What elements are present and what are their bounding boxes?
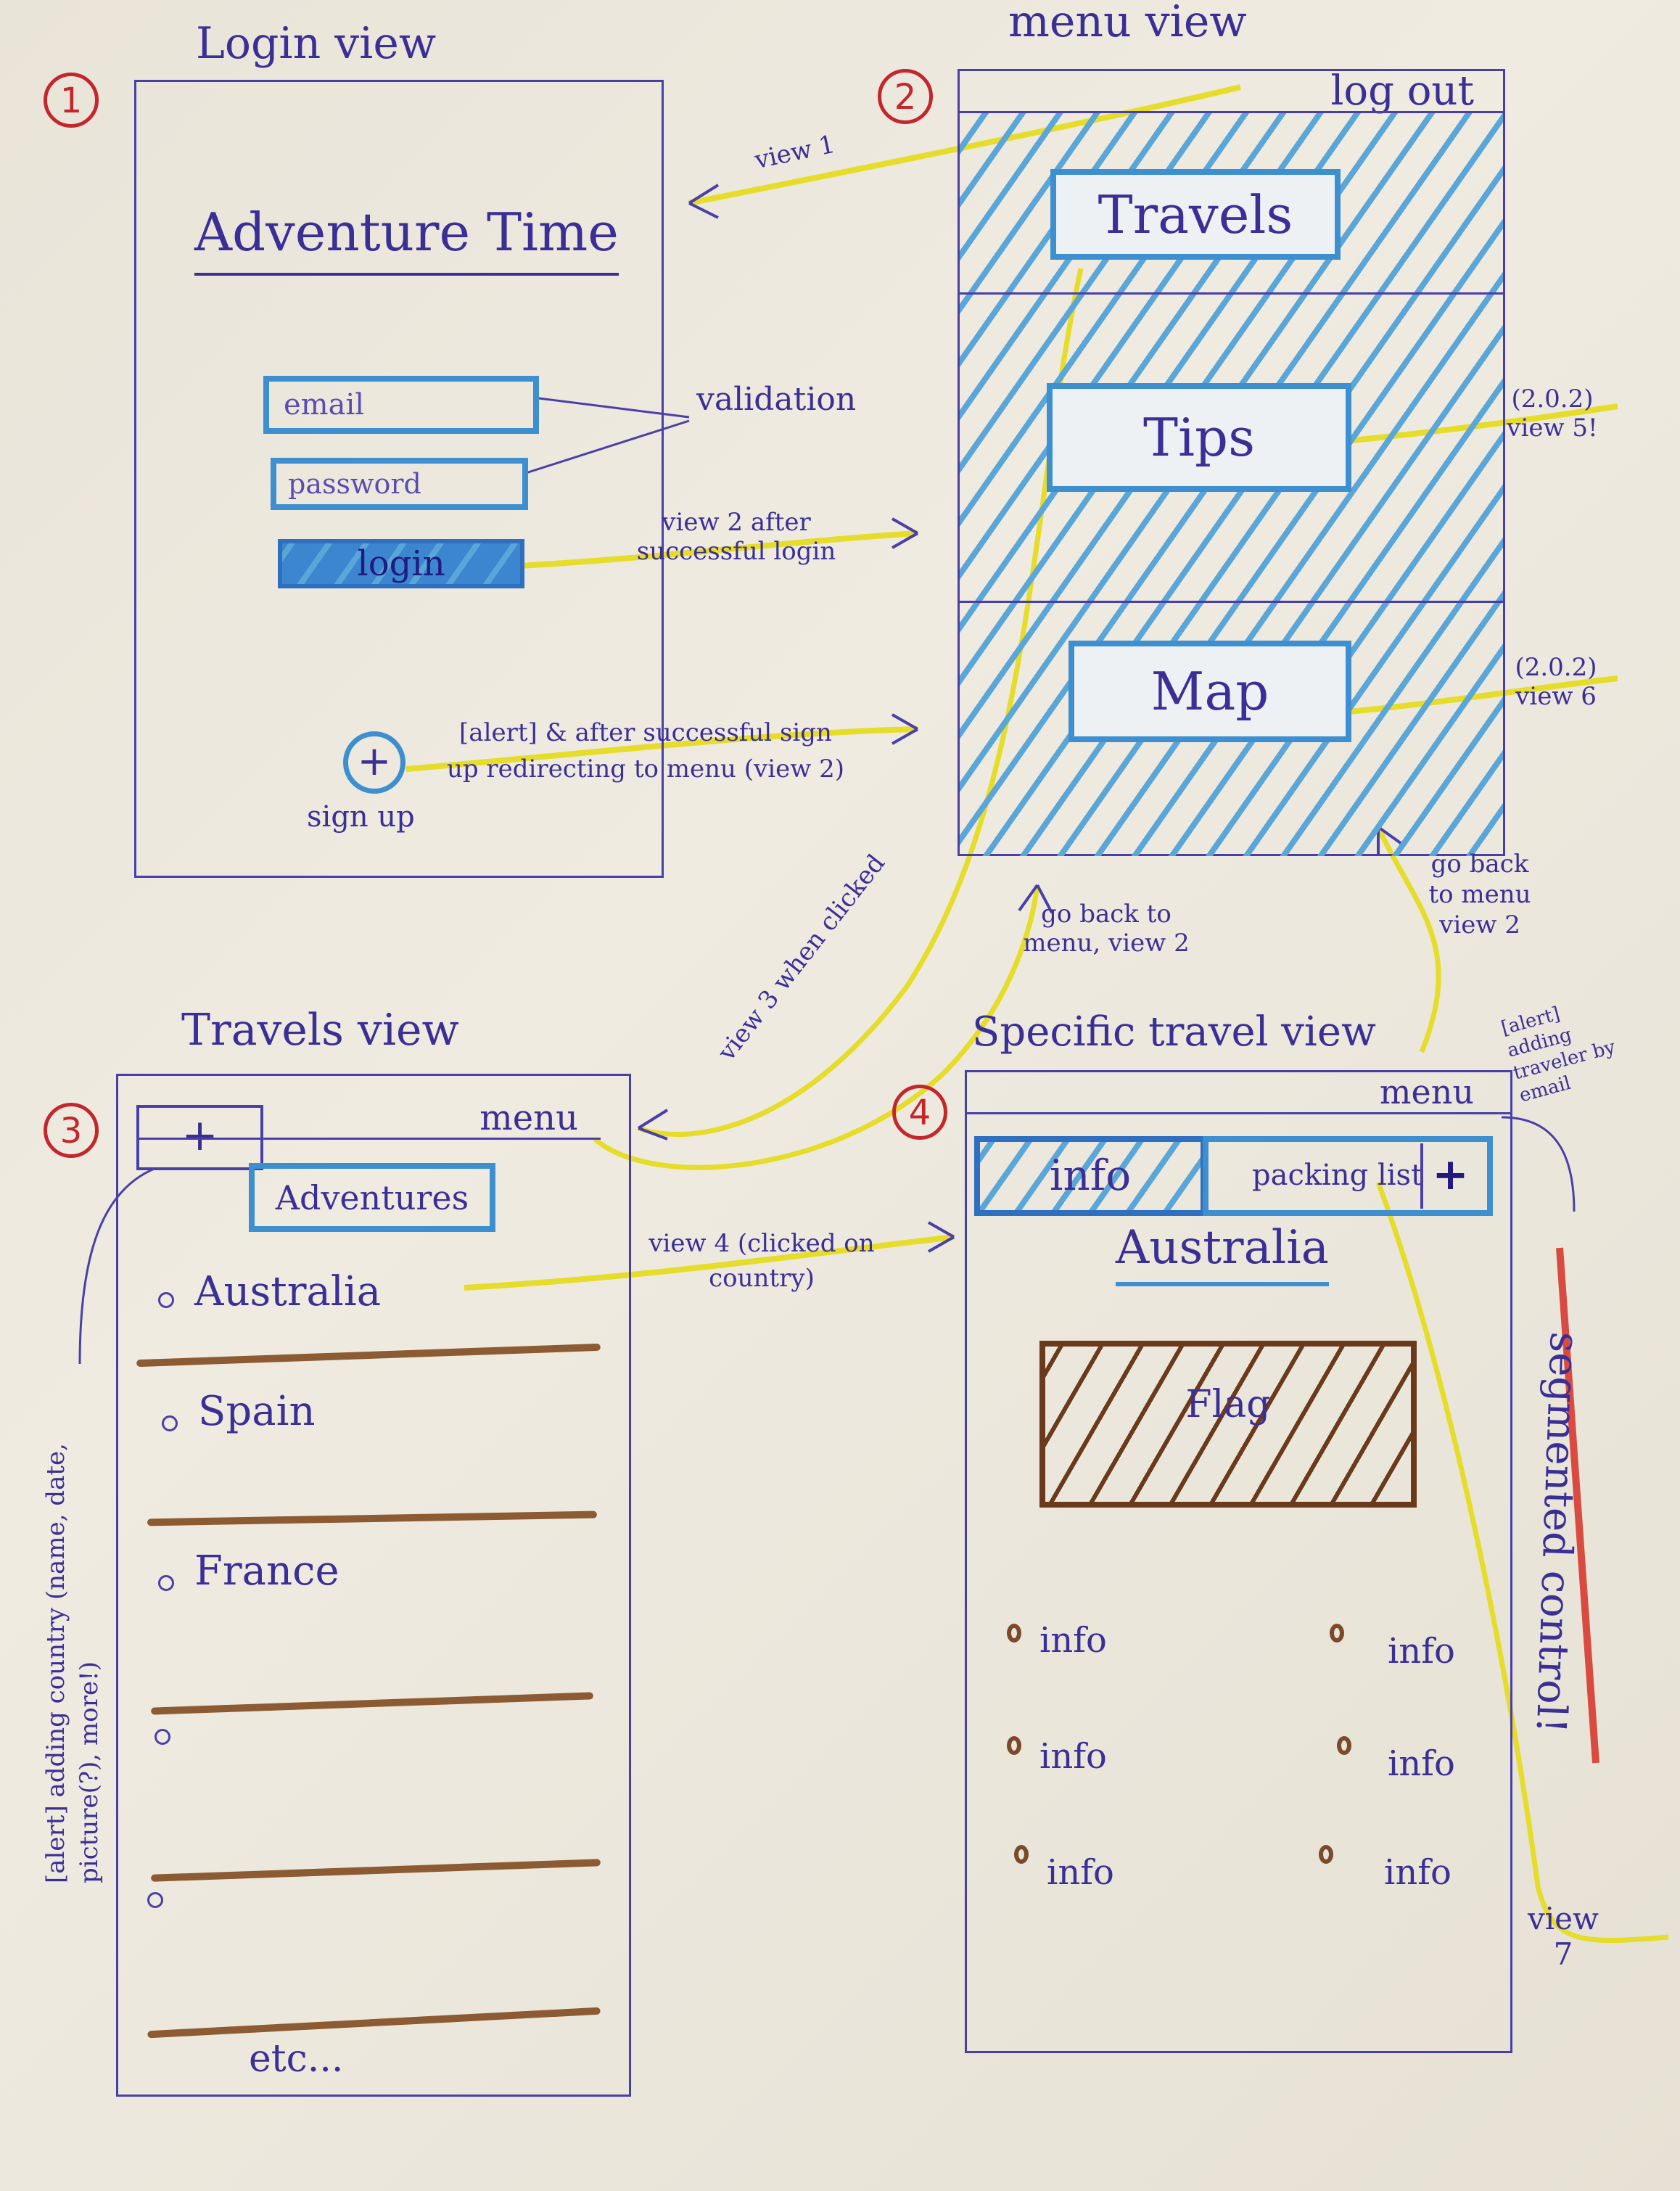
info-bullet <box>1014 1845 1029 1864</box>
list-bullet <box>147 1892 163 1908</box>
map-view6-note: (2.0.2) view 6 <box>1515 653 1597 711</box>
list-bullet <box>158 1575 174 1591</box>
info-bullet <box>1337 1736 1351 1755</box>
divider <box>960 601 1503 603</box>
segment-info[interactable]: info <box>974 1136 1206 1216</box>
list-separator <box>147 2007 601 2039</box>
travels-phone-frame: + menu Adventures Australia Spain France… <box>116 1074 631 2097</box>
menu-item-map[interactable]: Map <box>1068 641 1351 742</box>
view-title: Travels view <box>181 1005 459 1056</box>
view-title: Specific travel view <box>972 1008 1376 1056</box>
login-to-menu-note: view 2 after successful login <box>636 508 836 566</box>
info-bullet <box>1007 1736 1021 1755</box>
list-separator <box>147 1510 598 1526</box>
country-item-spain[interactable]: Spain <box>198 1388 316 1435</box>
app-title: Adventure Time <box>194 202 619 276</box>
list-separator <box>151 1859 601 1882</box>
view4-note: view 4 (clicked on country) <box>648 1229 875 1293</box>
tips-view5-note: (2.0.2) view 5! <box>1507 385 1598 443</box>
list-bullet <box>158 1292 174 1308</box>
divider <box>136 1138 601 1140</box>
view-title: Login view <box>196 18 437 69</box>
go-back-right-note: go back to menu view 2 <box>1428 850 1531 940</box>
info-item: info <box>1039 1620 1107 1661</box>
view-title: menu view <box>1008 0 1247 47</box>
list-bullet <box>162 1415 178 1431</box>
validation-note: validation <box>696 381 857 418</box>
list-separator <box>136 1343 601 1368</box>
segment-packing-list[interactable]: packing list <box>1203 1136 1493 1216</box>
arrow-country-to-view4 <box>464 1234 955 1291</box>
specific-phone-frame: menu info packing list + Australia Flag … <box>965 1070 1512 2053</box>
divider <box>960 111 1503 113</box>
view7-note: view 7 <box>1528 1901 1599 1972</box>
view-number-badge: 1 <box>44 73 99 128</box>
list-bullet <box>155 1729 170 1745</box>
list-separator <box>151 1692 593 1715</box>
country-item-france[interactable]: France <box>194 1547 339 1595</box>
info-item: info <box>1039 1736 1107 1777</box>
menu-item-travels[interactable]: Travels <box>1050 169 1341 260</box>
menu-phone-frame: log out Travels Tips Map <box>958 67 1505 856</box>
divider <box>960 292 1503 295</box>
signup-plus-icon[interactable]: + <box>343 731 405 794</box>
email-field[interactable]: email <box>263 376 539 434</box>
signup-alert-note: [alert] & after successful sign up redir… <box>446 718 845 784</box>
info-bullet <box>1007 1624 1021 1643</box>
info-item: info <box>1388 1631 1455 1672</box>
info-item: info <box>1047 1852 1114 1893</box>
info-item: info <box>1388 1743 1455 1784</box>
adventures-header: Adventures <box>249 1163 495 1232</box>
menu-button[interactable]: menu <box>1379 1072 1474 1111</box>
password-field[interactable]: password <box>271 458 528 510</box>
arrow-signup-to-menu <box>405 726 918 772</box>
view-number-badge: 2 <box>878 69 933 124</box>
info-item: info <box>1384 1852 1452 1893</box>
arrow-go-back-right <box>1375 826 1441 1053</box>
menu-item-tips[interactable]: Tips <box>1047 383 1351 492</box>
list-etc-text: etc... <box>249 2037 344 2081</box>
info-bullet <box>1319 1845 1333 1864</box>
info-bullet <box>1330 1624 1344 1643</box>
add-country-alert-note: [alert] adding country (name, date, pict… <box>41 1443 104 1883</box>
login-button[interactable]: login <box>278 539 524 588</box>
logout-link[interactable]: log out <box>1330 67 1474 115</box>
country-item-australia[interactable]: Australia <box>194 1268 382 1315</box>
divider <box>967 1112 1510 1114</box>
flag-image: Flag <box>1039 1341 1417 1508</box>
login-phone-frame: Adventure Time email password login + si… <box>134 80 664 878</box>
add-traveler-button[interactable]: + <box>1420 1143 1478 1209</box>
view-number-badge: 3 <box>44 1103 99 1158</box>
go-back-left-note: go back to menu, view 2 <box>1023 900 1190 958</box>
signup-label[interactable]: sign up <box>307 800 415 834</box>
arrow-login-to-menu <box>518 530 918 569</box>
menu-button[interactable]: menu <box>479 1098 578 1138</box>
country-title: Australia <box>1116 1221 1329 1286</box>
view-number-badge: 4 <box>892 1085 947 1140</box>
